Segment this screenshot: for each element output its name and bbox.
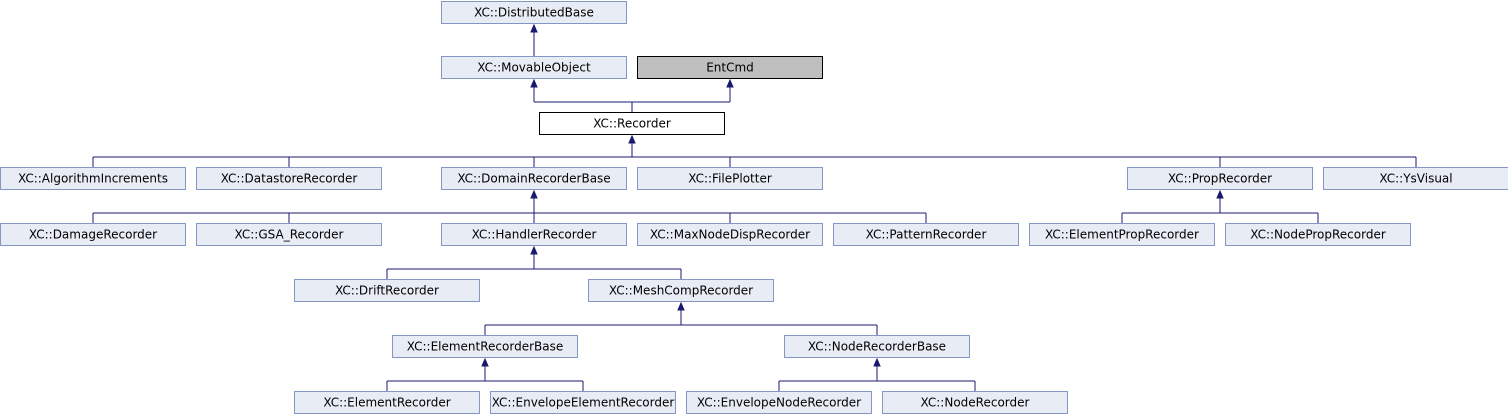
class-node-elementproprecorder[interactable]: XC::ElementPropRecorder bbox=[1029, 223, 1215, 246]
class-node-patternrecorder[interactable]: XC::PatternRecorder bbox=[833, 223, 1019, 246]
class-box bbox=[1029, 223, 1215, 246]
class-node-distributedbase[interactable]: XC::DistributedBase bbox=[441, 1, 627, 24]
class-label: XC::MaxNodeDispRecorder bbox=[650, 228, 810, 242]
inheritance-arrow-domainrecorderbase bbox=[530, 189, 538, 199]
class-node-entcmd[interactable]: EntCmd bbox=[637, 56, 823, 79]
class-label: XC::PropRecorder bbox=[1168, 172, 1272, 186]
class-box bbox=[637, 56, 823, 79]
class-label: XC::ElementRecorder bbox=[323, 396, 450, 410]
class-label: XC::NodePropRecorder bbox=[1250, 228, 1386, 242]
class-box bbox=[392, 335, 578, 358]
class-node-elementrecorderbase[interactable]: XC::ElementRecorderBase bbox=[392, 335, 578, 358]
class-label: XC::AlgorithmIncrements bbox=[18, 172, 168, 186]
inheritance-arrow-elementrecorderbase bbox=[481, 357, 489, 367]
class-box bbox=[588, 279, 774, 302]
class-box bbox=[294, 391, 480, 414]
class-node-fileplotter[interactable]: XC::FilePlotter bbox=[637, 167, 823, 190]
class-box bbox=[1127, 167, 1313, 190]
class-node-driftrecorder[interactable]: XC::DriftRecorder bbox=[294, 279, 480, 302]
class-node-damagerecorder[interactable]: XC::DamageRecorder bbox=[0, 223, 186, 246]
class-node-noderecorder[interactable]: XC::NodeRecorder bbox=[882, 391, 1068, 414]
class-label: XC::DamageRecorder bbox=[29, 228, 157, 242]
class-label: XC::EnvelopeElementRecorder bbox=[492, 396, 675, 410]
class-box bbox=[882, 391, 1068, 414]
class-label: XC::DatastoreRecorder bbox=[221, 172, 358, 186]
class-node-datastorerecorder[interactable]: XC::DatastoreRecorder bbox=[196, 167, 382, 190]
class-box bbox=[539, 112, 725, 135]
class-node-envelopenoderecorder[interactable]: XC::EnvelopeNodeRecorder bbox=[686, 391, 872, 414]
class-box bbox=[833, 223, 1019, 246]
class-label: XC::MovableObject bbox=[477, 61, 591, 75]
class-label: XC::Recorder bbox=[593, 117, 671, 131]
class-node-envelopeelementrecorder[interactable]: XC::EnvelopeElementRecorder bbox=[490, 391, 676, 414]
class-label: EntCmd bbox=[706, 61, 754, 75]
class-box bbox=[294, 279, 480, 302]
class-node-meshcomprecorder[interactable]: XC::MeshCompRecorder bbox=[588, 279, 774, 302]
class-box bbox=[686, 391, 872, 414]
class-label: XC::PatternRecorder bbox=[866, 228, 987, 242]
class-node-domainrecorderbase[interactable]: XC::DomainRecorderBase bbox=[441, 167, 627, 190]
class-box bbox=[441, 56, 627, 79]
class-label: XC::ElementRecorderBase bbox=[407, 340, 564, 354]
inheritance-arrow-entcmd bbox=[726, 78, 734, 88]
class-node-proprecorder[interactable]: XC::PropRecorder bbox=[1127, 167, 1313, 190]
class-node-handlerrecorder[interactable]: XC::HandlerRecorder bbox=[441, 223, 627, 246]
class-node-nodeproprecorder[interactable]: XC::NodePropRecorder bbox=[1225, 223, 1411, 246]
inheritance-edges bbox=[92, 23, 1417, 391]
class-node-algorithmincrements[interactable]: XC::AlgorithmIncrements bbox=[0, 167, 186, 190]
class-box bbox=[637, 223, 823, 246]
inheritance-arrow-movableobject bbox=[530, 78, 538, 88]
class-node-ysvisual[interactable]: XC::YsVisual bbox=[1323, 167, 1508, 190]
class-box bbox=[441, 1, 627, 24]
class-label: XC::EnvelopeNodeRecorder bbox=[697, 396, 861, 410]
class-box bbox=[196, 167, 382, 190]
class-label: XC::FilePlotter bbox=[688, 172, 772, 186]
inheritance-arrow-recorder bbox=[628, 134, 636, 144]
class-box bbox=[637, 167, 823, 190]
class-label: XC::MeshCompRecorder bbox=[609, 284, 753, 298]
class-label: XC::NodeRecorderBase bbox=[808, 340, 946, 354]
class-box bbox=[1323, 167, 1508, 190]
class-node-maxnodedisprecorder[interactable]: XC::MaxNodeDispRecorder bbox=[637, 223, 823, 246]
class-label: XC::ElementPropRecorder bbox=[1045, 228, 1199, 242]
class-box bbox=[196, 223, 382, 246]
class-box bbox=[0, 167, 186, 190]
inheritance-arrow-noderecorderbase bbox=[873, 357, 881, 367]
inheritance-arrow-meshcomprecorder bbox=[677, 301, 685, 311]
class-label: XC::DistributedBase bbox=[474, 6, 594, 20]
class-box bbox=[490, 391, 676, 414]
class-node-gsarecorder[interactable]: XC::GSA_Recorder bbox=[196, 223, 382, 246]
class-node-recorder: XC::Recorder bbox=[539, 112, 725, 135]
class-box bbox=[441, 223, 627, 246]
class-label: XC::GSA_Recorder bbox=[235, 228, 344, 242]
class-node-elementrecorder[interactable]: XC::ElementRecorder bbox=[294, 391, 480, 414]
class-label: XC::DomainRecorderBase bbox=[457, 172, 610, 186]
class-box bbox=[0, 223, 186, 246]
class-box bbox=[784, 335, 970, 358]
class-label: XC::NodeRecorder bbox=[921, 396, 1030, 410]
class-label: XC::YsVisual bbox=[1379, 172, 1452, 186]
class-label: XC::DriftRecorder bbox=[335, 284, 439, 298]
inheritance-arrow-distributedbase bbox=[530, 23, 538, 33]
inheritance-arrow-handlerrecorder bbox=[530, 245, 538, 255]
inheritance-arrow-proprecorder bbox=[1216, 189, 1224, 199]
class-node-movableobject[interactable]: XC::MovableObject bbox=[441, 56, 627, 79]
class-label: XC::HandlerRecorder bbox=[472, 228, 597, 242]
class-box bbox=[441, 167, 627, 190]
class-node-noderecorderbase[interactable]: XC::NodeRecorderBase bbox=[784, 335, 970, 358]
class-box bbox=[1225, 223, 1411, 246]
